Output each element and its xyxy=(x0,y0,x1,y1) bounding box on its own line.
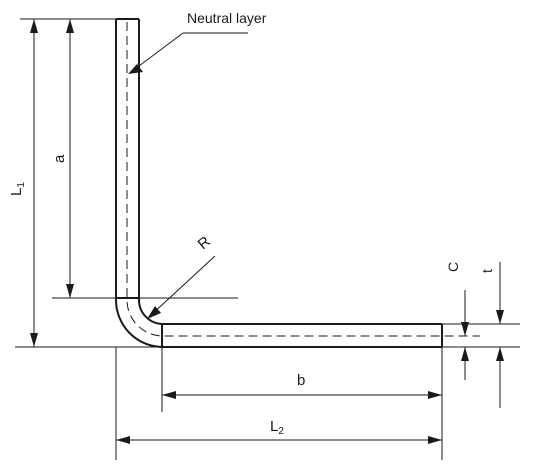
radius-label: R xyxy=(195,233,214,253)
c-arrow-down xyxy=(461,322,469,336)
bend-outer-arc xyxy=(115,299,164,348)
radius-leader-arrow xyxy=(147,306,161,319)
l1-arrow-top xyxy=(30,19,38,33)
a-arrow-top xyxy=(66,19,74,33)
neutral-layer-line xyxy=(126,22,480,337)
neutral-layer-label: Neutral layer xyxy=(187,10,267,26)
radius-leader-line xyxy=(149,255,216,317)
l1-label: L1 xyxy=(8,182,27,196)
bend-inner-arc xyxy=(138,299,164,325)
l1-arrow-bottom xyxy=(30,333,38,347)
l2-subscript: 2 xyxy=(278,426,284,437)
l2-arrow-left xyxy=(116,436,130,444)
t-arrow-up xyxy=(496,347,504,361)
neutral-layer-leader-diagonal xyxy=(130,32,184,73)
c-label: C xyxy=(445,262,461,272)
t-arrow-down xyxy=(496,310,504,324)
b-dimension: b xyxy=(162,372,442,399)
t-dimension: t xyxy=(479,262,504,408)
b-arrow-right xyxy=(428,391,442,399)
radius-callout: R xyxy=(147,233,216,319)
a-arrow-bottom xyxy=(66,284,74,298)
l1-dimension: L1 xyxy=(8,19,38,347)
a-dimension: a xyxy=(51,19,74,298)
c-dimension: C xyxy=(445,262,469,380)
b-arrow-left xyxy=(162,391,176,399)
l2-label: L2 xyxy=(270,418,284,437)
neutral-layer-callout: Neutral layer xyxy=(128,10,267,74)
neutral-layer-leader-arrow xyxy=(128,64,143,74)
l1-subscript: 1 xyxy=(16,182,27,188)
l2-arrow-right xyxy=(428,436,442,444)
a-label: a xyxy=(51,154,68,163)
b-label: b xyxy=(297,372,305,389)
extension-lines xyxy=(15,18,520,460)
t-label: t xyxy=(479,269,495,273)
c-arrow-up xyxy=(461,347,469,361)
l2-dimension: L2 xyxy=(116,418,442,444)
